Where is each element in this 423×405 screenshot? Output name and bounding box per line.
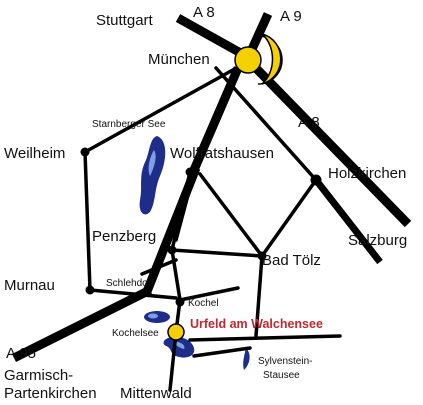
- town-markers: [80, 147, 322, 307]
- label-sylvenstein-line2: Stausee: [263, 370, 300, 381]
- schlehdorf-marker: [143, 289, 149, 295]
- penzberg-marker: [167, 245, 177, 255]
- kochelsee-lake: [144, 311, 170, 323]
- minor-roads: [83, 64, 342, 392]
- kochel-marker: [175, 297, 185, 307]
- murnau-marker: [85, 285, 95, 295]
- label-holzkirchen: Holzkirchen: [328, 165, 406, 182]
- label-starnberger-see: Starnberger See: [92, 119, 166, 130]
- label-muenchen: München: [148, 51, 210, 68]
- wolfratshausen-marker: [185, 167, 195, 177]
- label-salzburg: Salzburg: [348, 232, 407, 249]
- label-wolfratshausen: Wolfratshausen: [170, 145, 274, 162]
- sylvenstein-stausee-lake: [243, 348, 250, 370]
- holzkirchen-marker: [310, 174, 322, 186]
- label-schlehdorf: Schlehdorf: [106, 278, 154, 289]
- bad-toelz-marker: [257, 251, 267, 261]
- label-a9: A 9: [280, 8, 302, 25]
- urfeld-marker: [167, 323, 185, 341]
- label-a8-top: A 8: [193, 4, 215, 21]
- label-murnau: Murnau: [4, 277, 55, 294]
- label-kochelsee: Kochelsee: [112, 328, 159, 339]
- starnberger-see-lake: [139, 136, 166, 215]
- label-garmisch-line1: Garmisch-: [4, 367, 73, 384]
- label-weilheim: Weilheim: [4, 145, 65, 162]
- muenchen-marker: [234, 33, 283, 85]
- label-garmisch-line2: Partenkirchen: [4, 385, 97, 402]
- label-stuttgart: Stuttgart: [96, 12, 154, 29]
- walchensee-lake: [163, 336, 195, 358]
- label-mittenwald: Mittenwald: [120, 385, 192, 402]
- label-a8-right: A 8: [298, 114, 320, 131]
- label-penzberg: Penzberg: [92, 228, 156, 245]
- label-kochel: Kochel: [188, 298, 219, 309]
- label-urfeld: Urfeld am Walchensee: [190, 317, 323, 331]
- label-a95: A 95: [6, 345, 36, 362]
- label-sylvenstein-line1: Sylvenstein-: [258, 356, 312, 367]
- weilheim-marker: [80, 147, 90, 157]
- label-bad-toelz: Bad Tölz: [262, 252, 321, 269]
